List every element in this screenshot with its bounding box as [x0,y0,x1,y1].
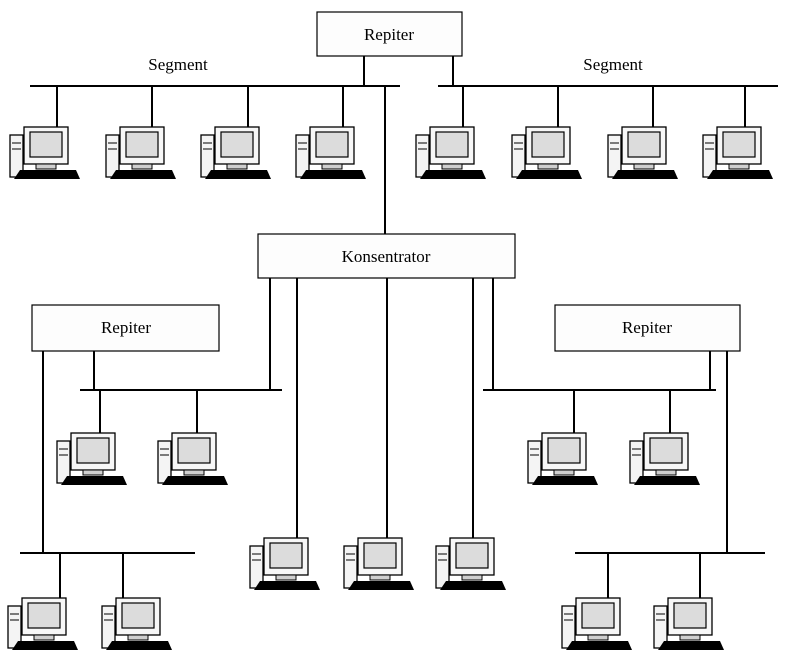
network-cabling [20,56,778,600]
desktop-computer-icon [653,597,725,651]
desktop-computer-icon [629,432,701,486]
hub-label: Konsentrator [342,247,431,266]
right-repeater-box: Repiter [554,304,741,352]
desktop-computer-icon [415,126,487,180]
top-repeater-label: Repiter [364,25,414,44]
desktop-computer-icon [7,597,79,651]
desktop-computer-icon [105,126,177,180]
left-repeater-box: Repiter [31,304,220,352]
desktop-computer-icon [56,432,128,486]
segment-left-label: Segment [148,55,208,74]
desktop-computer-icon [9,126,81,180]
desktop-computer-icon [435,537,507,591]
desktop-computer-icon [511,126,583,180]
desktop-computer-icon [249,537,321,591]
desktop-computer-icon [607,126,679,180]
desktop-computer-icon [702,126,774,180]
desktop-computer-icon [343,537,415,591]
top-repeater-box: Repiter [316,11,463,57]
hub-box: Konsentrator [257,233,516,279]
desktop-computer-icon [295,126,367,180]
desktop-computer-icon [561,597,633,651]
right-repeater-label: Repiter [622,318,672,337]
left-repeater-label: Repiter [101,318,151,337]
desktop-computer-icon [157,432,229,486]
segment-right-label: Segment [583,55,643,74]
desktop-computer-icon [527,432,599,486]
desktop-computer-icon [200,126,272,180]
desktop-computer-icon [101,597,173,651]
